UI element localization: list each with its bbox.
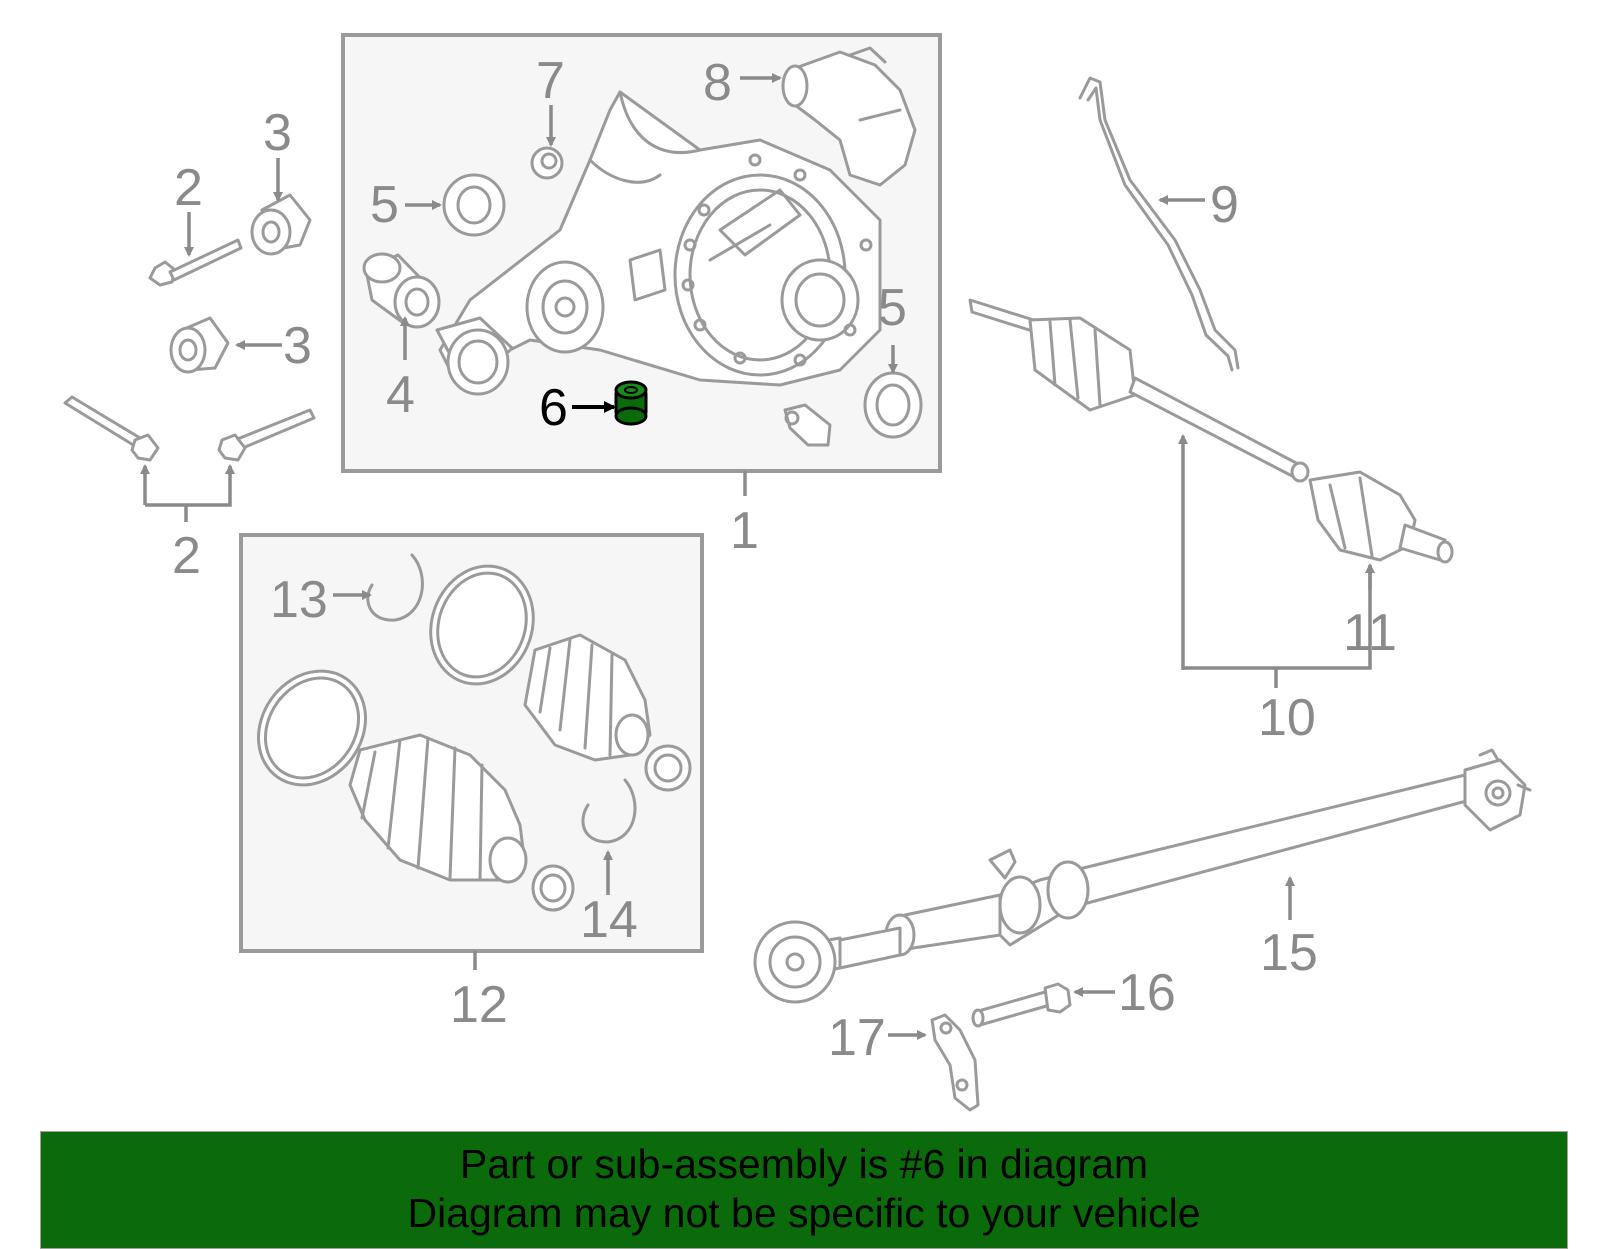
callout-12: 12	[450, 976, 508, 1034]
seal-part-5-left	[442, 173, 506, 237]
bushing-part-4	[362, 252, 441, 329]
callout-4: 4	[386, 366, 415, 424]
callout-10: 10	[1258, 689, 1316, 747]
callout-1: 1	[730, 502, 759, 560]
clamp-small-right	[644, 744, 692, 792]
callout-3-bottom: 3	[283, 317, 312, 375]
breather-tube-part-9	[1078, 76, 1240, 372]
cv-joint-part-11	[1308, 470, 1454, 564]
banner-line-1: Part or sub-assembly is #6 in diagram	[459, 1141, 1149, 1187]
callout-13: 13	[270, 571, 328, 629]
callout-3-top: 3	[263, 104, 292, 162]
boot-large	[348, 733, 528, 884]
bushing-part-3-bottom	[169, 316, 230, 374]
clamp-part-14	[581, 778, 637, 844]
bolt-part-2-top	[148, 238, 243, 287]
differential-housing	[438, 90, 882, 387]
part-info-banner: Part or sub-assembly is #6 in diagram Di…	[40, 1131, 1568, 1249]
actuator-part-8	[781, 46, 917, 187]
sensor-small	[783, 403, 832, 447]
boot-small	[523, 633, 652, 762]
callout-8: 8	[703, 54, 732, 112]
callout-16: 16	[1118, 964, 1176, 1022]
banner-line-2: Diagram may not be specific to your vehi…	[407, 1190, 1201, 1236]
callout-15: 15	[1260, 924, 1318, 982]
callout-2-top: 2	[174, 159, 203, 217]
callout-2-bottom: 2	[172, 527, 201, 585]
bracket-part-17	[930, 1013, 980, 1112]
clamp-part-13	[366, 553, 424, 622]
boot-band-large-top	[429, 564, 535, 686]
callout-11: 11	[1343, 604, 1397, 662]
callout-5-left: 5	[370, 176, 399, 234]
callout-5-right: 5	[878, 279, 907, 337]
highlighted-part-6	[614, 380, 648, 426]
callout-7: 7	[536, 52, 565, 110]
callout-14: 14	[580, 891, 638, 949]
seal-part-5-right	[863, 371, 923, 439]
housing-arm-bushing	[435, 316, 514, 396]
boot-band-large-left	[257, 669, 367, 787]
bolt-part-16	[971, 982, 1072, 1028]
callout-17: 17	[828, 1009, 886, 1067]
half-shaft-part-10	[968, 298, 1310, 483]
callout-9: 9	[1210, 176, 1239, 234]
callout-6-highlighted: 6	[539, 379, 568, 437]
bolt-part-2-right	[217, 408, 316, 462]
propeller-shaft-part-15	[753, 748, 1532, 1004]
bushing-part-3-top	[250, 193, 312, 256]
bolt-part-2-left	[63, 395, 160, 462]
bushing-part-7	[530, 146, 564, 180]
clamp-small-bottom	[531, 864, 575, 912]
